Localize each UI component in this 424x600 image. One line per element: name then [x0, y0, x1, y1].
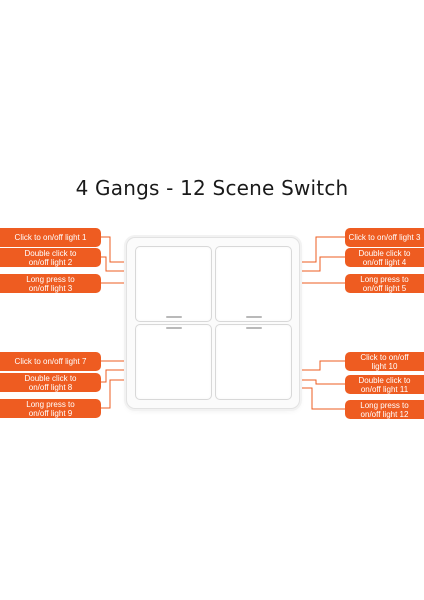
label-light-7: Click to on/off light 7 [0, 352, 101, 371]
key-indicator [245, 327, 262, 329]
key-indicator [245, 316, 262, 318]
label-light-4: Double click to on/off light 4 [345, 248, 424, 267]
key-indicator [165, 316, 182, 318]
label-light-2: Double click to on/off light 2 [0, 248, 101, 267]
switch-key-3[interactable] [135, 324, 212, 400]
label-light-5: Long press to on/off light 5 [345, 274, 424, 293]
label-light-12: Long press to on/off light 12 [345, 400, 424, 419]
switch-key-1[interactable] [135, 246, 212, 322]
key-indicator [165, 327, 182, 329]
switch-plate [126, 237, 300, 409]
label-light-10: Click to on/off light 10 [345, 352, 424, 371]
page-title: 4 Gangs - 12 Scene Switch [75, 176, 349, 200]
label-light-1: Click to on/off light 1 [0, 228, 101, 247]
label-light-3-right: Click to on/off light 3 [345, 228, 424, 247]
label-light-11: Double click to on/off light 11 [345, 375, 424, 394]
label-light-9: Long press to on/off light 9 [0, 399, 101, 418]
label-light-8: Double click to on/off light 8 [0, 373, 101, 392]
switch-key-2[interactable] [215, 246, 292, 322]
label-light-3-left: Long press to on/off light 3 [0, 274, 101, 293]
switch-key-4[interactable] [215, 324, 292, 400]
